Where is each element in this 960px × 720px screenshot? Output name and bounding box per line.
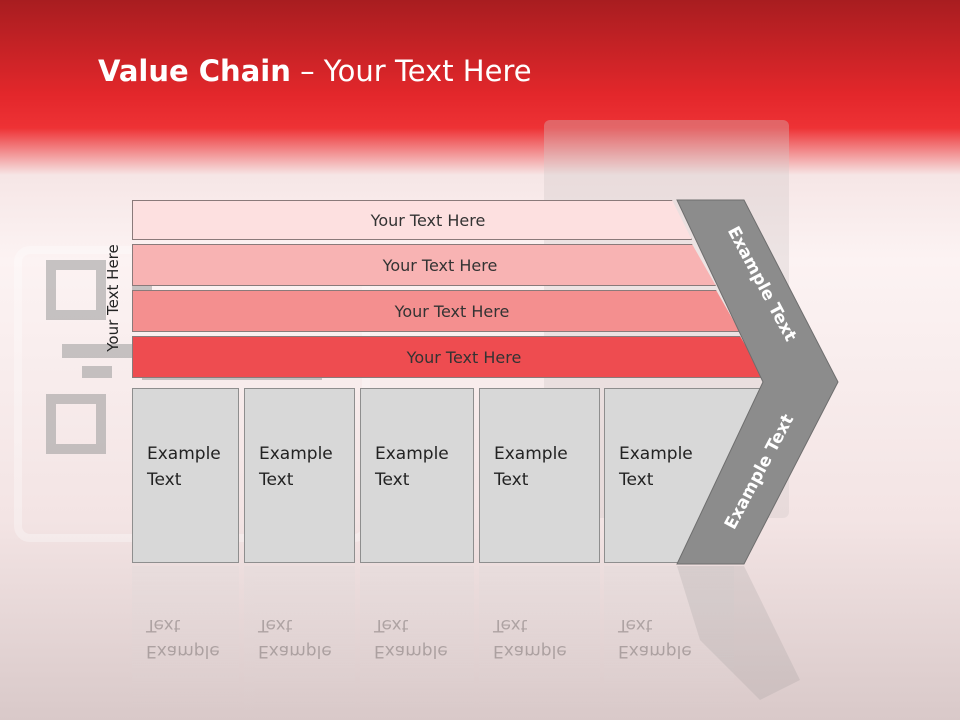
support-bar-2-label: Your Text Here	[382, 255, 498, 275]
support-bar-3-label: Your Text Here	[394, 301, 510, 321]
title-rest: – Your Text Here	[290, 54, 532, 88]
support-bar-1-label: Your Text Here	[370, 210, 486, 230]
support-bar-4: Your Text Here	[132, 336, 764, 378]
support-bar-4-label: Your Text Here	[406, 347, 522, 367]
slide-title: Value Chain – Your Text Here	[98, 54, 532, 88]
support-bar-2: Your Text Here	[132, 244, 716, 286]
support-bar-1: Your Text Here	[132, 200, 692, 240]
support-bar-3: Your Text Here	[132, 290, 740, 332]
chevron-shape	[676, 199, 839, 565]
chevron-reflection	[677, 566, 800, 700]
title-bold: Value Chain	[98, 54, 291, 88]
